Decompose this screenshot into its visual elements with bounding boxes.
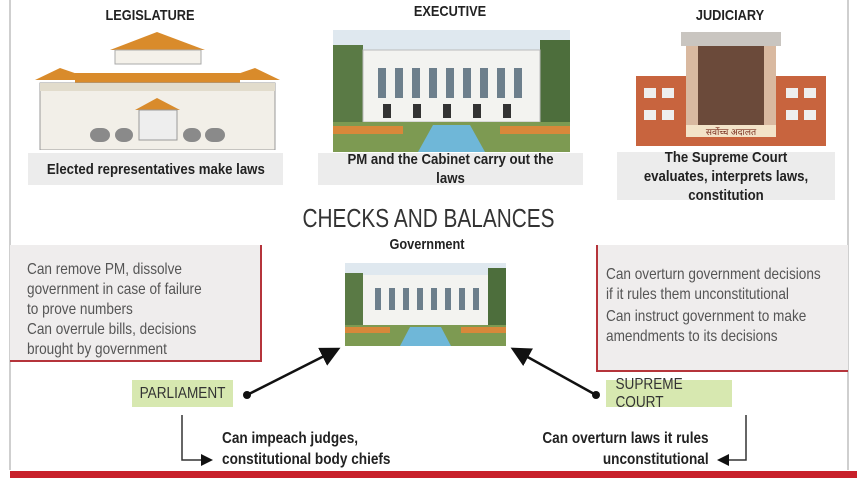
supreme-court-image: सर्वोच्च अदालत bbox=[636, 28, 826, 150]
parliament-note-arrow bbox=[181, 415, 213, 466]
government-label: Government bbox=[389, 236, 465, 253]
court-note: Can overturn laws it rules unconstitutio… bbox=[542, 430, 709, 468]
parliament-power-line: Can overrule bills, decisions bbox=[27, 321, 197, 338]
frame-right bbox=[847, 0, 849, 470]
supreme-court-tag: SUPREME COURT bbox=[606, 376, 732, 411]
court-power-line: Can overturn government decisions bbox=[606, 266, 821, 283]
judiciary-heading: JUDICIARY bbox=[695, 7, 765, 24]
checks-title: CHECKS AND BALANCES bbox=[302, 203, 555, 233]
parliament-tag: PARLIAMENT bbox=[132, 380, 233, 407]
executive-caption: PM and the Cabinet carry out the laws bbox=[318, 151, 583, 187]
footer-red-bar bbox=[10, 471, 857, 478]
court-power-line: Can instruct government to make bbox=[606, 308, 807, 325]
legislature-building-image bbox=[35, 28, 280, 150]
supreme-court-sign: सर्वोच्च अदालत bbox=[706, 126, 757, 137]
frame-left bbox=[9, 0, 11, 470]
singha-durbar-image bbox=[333, 30, 570, 152]
parliament-power-line: to prove numbers bbox=[27, 301, 133, 318]
parliament-powers-box: Can remove PM, dissolve government in ca… bbox=[10, 245, 262, 362]
parliament-power-line: Can remove PM, dissolve bbox=[27, 261, 182, 278]
legislature-caption: Elected representatives make laws bbox=[28, 153, 283, 185]
court-power-line: if it rules them unconstitutional bbox=[606, 286, 789, 303]
government-building-image bbox=[345, 263, 506, 346]
judiciary-caption: The Supreme Court evaluates, interprets … bbox=[617, 149, 835, 204]
parliament-power-line: government in case of failure bbox=[27, 281, 202, 298]
supreme-court-powers-box: Can overturn government decisions if it … bbox=[596, 245, 848, 372]
court-power-line: amendments to its decisions bbox=[606, 328, 778, 345]
parliament-note: Can impeach judges, constitutional body … bbox=[222, 430, 391, 468]
court-to-government-arrow bbox=[510, 347, 597, 397]
parliament-to-government-arrow bbox=[246, 347, 341, 397]
parliament-power-line: brought by government bbox=[27, 341, 167, 358]
executive-heading: EXECUTIVE bbox=[413, 3, 487, 20]
legislature-heading: LEGISLATURE bbox=[105, 7, 195, 24]
court-note-arrow bbox=[717, 415, 747, 466]
